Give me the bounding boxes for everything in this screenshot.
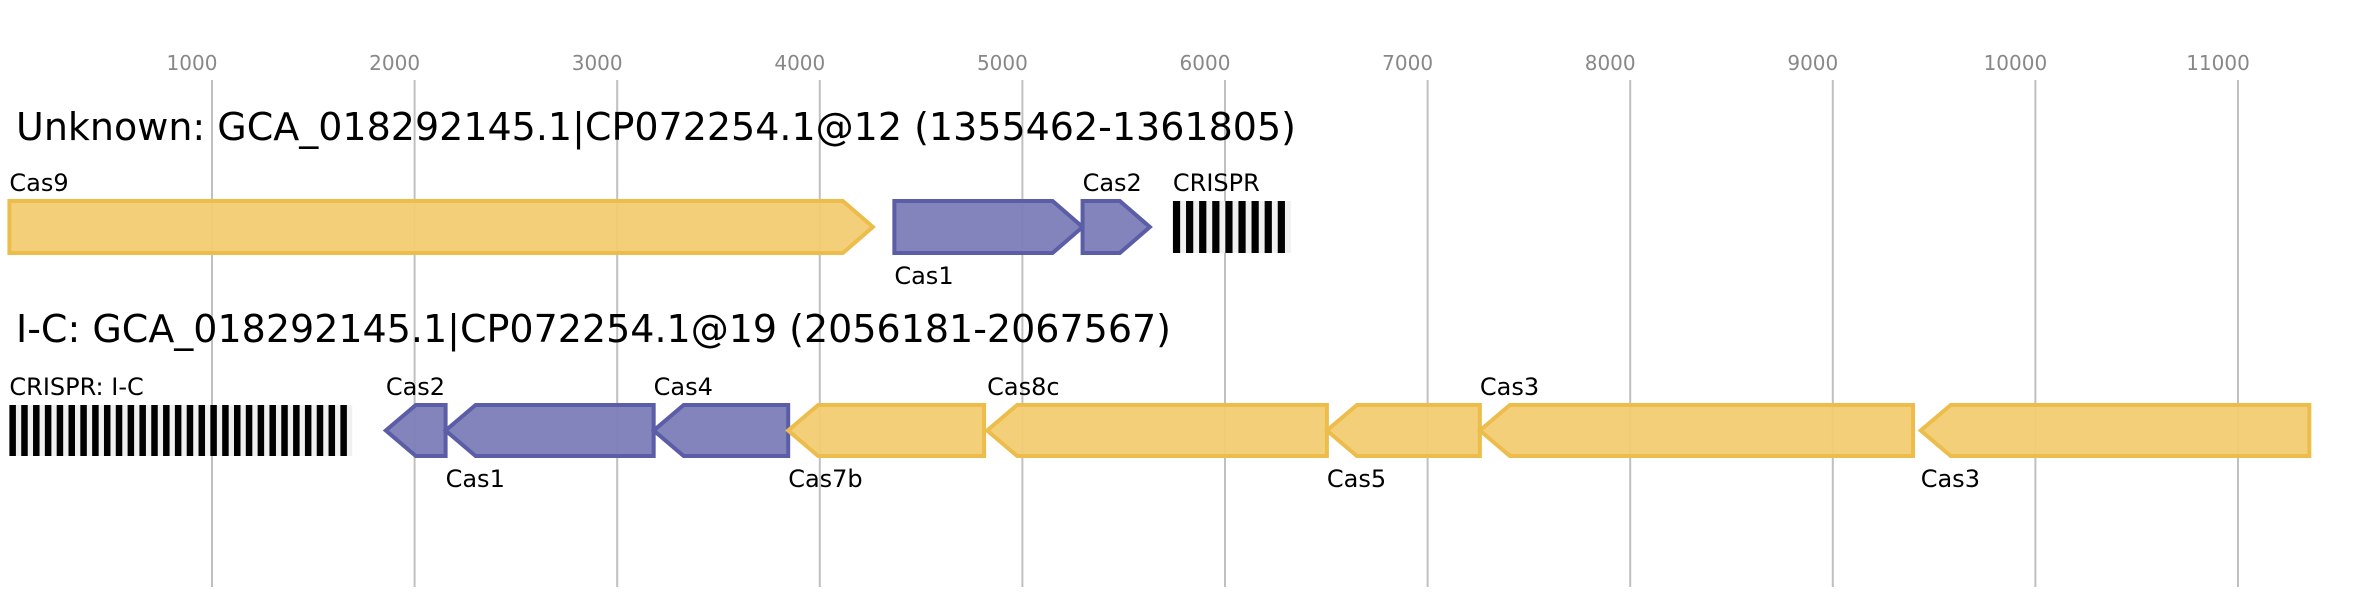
crispr-repeat [44, 405, 52, 456]
gene-arrow[interactable] [442, 403, 656, 458]
tick-label-2000: 2000 [369, 51, 420, 75]
crispr-repeat [163, 405, 170, 456]
crispr-repeat [198, 405, 206, 456]
locus-title: I-C: GCA_018292145.1|CP072254.1@19 (2056… [16, 307, 1171, 352]
tick-label-10000: 10000 [1984, 51, 2048, 75]
gene-arrow[interactable] [650, 403, 791, 458]
crispr-repeat [328, 405, 336, 456]
gene-arrow[interactable] [785, 403, 987, 458]
feature-cas2[interactable]: Cas2 [1080, 169, 1153, 255]
crispr-repeat [293, 405, 300, 456]
feature-label: Cas8c [987, 373, 1059, 401]
tick-label-3000: 3000 [572, 51, 623, 75]
crispr-repeat [1212, 201, 1220, 253]
feature-label: Cas4 [654, 373, 713, 401]
crispr-repeat [316, 405, 324, 456]
tick-label-1000: 1000 [167, 51, 218, 75]
feature-cas4[interactable]: Cas4 [650, 373, 791, 458]
locus-1: Unknown: GCA_018292145.1|CP072254.1@12 (… [7, 105, 1296, 290]
feature-label: Cas2 [386, 373, 445, 401]
grid-lines [211, 80, 2239, 587]
feature-cas1[interactable]: Cas1 [892, 199, 1086, 290]
gene-arrow[interactable] [7, 199, 876, 255]
feature-cas9[interactable]: Cas9 [7, 169, 876, 255]
tick-label-4000: 4000 [774, 51, 825, 75]
feature-cas8c[interactable]: Cas8c [984, 373, 1329, 458]
feature-label: Cas2 [1083, 169, 1142, 197]
gene-arrow[interactable] [892, 199, 1086, 255]
crispr-repeat [233, 405, 241, 456]
crispr-repeat [1277, 201, 1285, 253]
crispr-repeat [245, 405, 253, 456]
tick-label-7000: 7000 [1382, 51, 1433, 75]
crispr-repeat [210, 405, 217, 456]
tick-label-9000: 9000 [1787, 51, 1838, 75]
feature-cas7b[interactable]: Cas7b [785, 403, 987, 493]
gene-arrow[interactable] [1080, 199, 1153, 255]
crispr-repeat [151, 405, 158, 456]
feature-label: Cas5 [1327, 465, 1386, 493]
feature-label: Cas3 [1921, 465, 1980, 493]
crispr-repeat [1225, 201, 1233, 253]
loci: Unknown: GCA_018292145.1|CP072254.1@12 (… [7, 105, 2312, 493]
feature-cas1[interactable]: Cas1 [442, 403, 656, 493]
tick-label-11000: 11000 [2186, 51, 2250, 75]
crispr-repeat [68, 405, 76, 456]
crispr-repeat [80, 405, 87, 456]
axis-tick-labels: 1000 2000 3000 4000 5000 6000 7000 8000 9000 1000… [167, 51, 2250, 75]
feature-label: Cas1 [894, 262, 953, 290]
feature-crispr[interactable]: CRISPR [1172, 169, 1291, 253]
crispr-repeat [222, 405, 229, 456]
crispr-repeat [33, 405, 40, 456]
feature-label: Cas3 [1480, 373, 1539, 401]
feature-cas5[interactable]: Cas5 [1323, 403, 1482, 493]
feature-cas3[interactable]: Cas3 [1917, 403, 2312, 493]
crispr-repeat [21, 405, 28, 456]
gene-arrow[interactable] [1476, 403, 1916, 458]
tick-label-8000: 8000 [1585, 51, 1636, 75]
crispr-repeat [127, 405, 135, 456]
crispr-repeat [1264, 201, 1272, 253]
feature-label: CRISPR: I-C [9, 373, 143, 401]
crispr-repeat [186, 405, 194, 456]
crispr-repeat [1238, 201, 1246, 253]
crispr-repeat [281, 405, 288, 456]
crispr-repeat [340, 405, 347, 456]
crispr-repeat [103, 405, 111, 456]
feature-label: Cas7b [788, 465, 862, 493]
crispr-repeat [1251, 201, 1259, 253]
gene-arrow[interactable] [1917, 403, 2312, 458]
tick-label-5000: 5000 [977, 51, 1028, 75]
locus-2: I-C: GCA_018292145.1|CP072254.1@19 (2056… [9, 307, 2312, 493]
crispr-repeat [1199, 201, 1207, 253]
feature-label: Cas1 [446, 465, 505, 493]
gene-arrow[interactable] [382, 403, 448, 458]
crispr-repeat [174, 405, 182, 456]
crispr-repeat [269, 405, 276, 456]
crispr-repeat [56, 405, 64, 456]
crispr-repeat [1172, 201, 1181, 253]
gene-arrow[interactable] [1323, 403, 1482, 458]
feature-label: CRISPR [1173, 169, 1260, 197]
crispr-repeat [257, 405, 265, 456]
crispr-repeat [115, 405, 123, 456]
crispr-repeat [1186, 201, 1194, 253]
feature-cas3[interactable]: Cas3 [1476, 373, 1916, 458]
crispr-repeat [9, 405, 16, 456]
feature-label: Cas9 [9, 169, 68, 197]
gene-arrow[interactable] [984, 403, 1329, 458]
crispr-repeat [92, 405, 99, 456]
tick-label-6000: 6000 [1180, 51, 1231, 75]
feature-cas2[interactable]: Cas2 [382, 373, 448, 458]
locus-title: Unknown: GCA_018292145.1|CP072254.1@12 (… [16, 105, 1296, 150]
crispr-repeat [304, 405, 312, 456]
crispr-repeat [139, 405, 146, 456]
feature-crispr-i-c[interactable]: CRISPR: I-C [9, 373, 353, 456]
